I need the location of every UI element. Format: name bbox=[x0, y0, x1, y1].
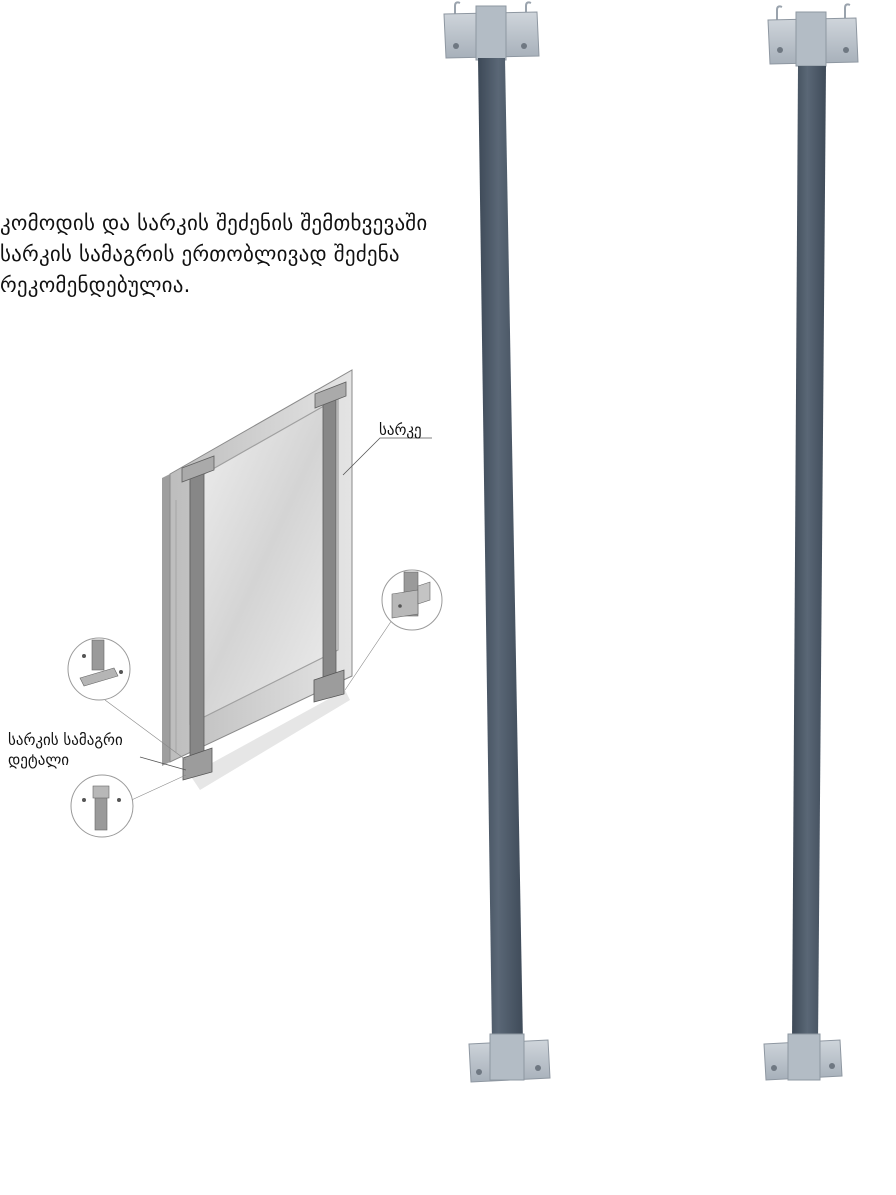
mirror-holder-bar-left bbox=[443, 1, 551, 1083]
screw-icon bbox=[119, 670, 123, 674]
bracket-leader-line bbox=[139, 756, 187, 771]
bottom-foot-right bbox=[313, 669, 345, 703]
instruction-line-3: რეკომენდებულია. bbox=[0, 273, 191, 297]
mirror-shadow bbox=[190, 690, 350, 790]
hook-icon bbox=[776, 5, 783, 24]
bracket-label-line-2: დეტალი bbox=[8, 751, 70, 769]
screw-icon bbox=[117, 798, 121, 802]
hook-icon bbox=[454, 1, 461, 20]
hook-icon bbox=[525, 1, 532, 20]
mirror-label: სარკე bbox=[379, 421, 422, 439]
bottom-mount-clamp bbox=[787, 1033, 821, 1081]
mirror-frame-side bbox=[162, 474, 170, 766]
holder-upright-right bbox=[322, 394, 337, 687]
top-bracket-right bbox=[314, 381, 347, 409]
mirror-holder-bar-right bbox=[763, 3, 859, 1081]
screw-icon bbox=[82, 798, 86, 802]
mirror-leader-line bbox=[342, 437, 432, 476]
instruction-line-2: სარკის სამაგრის ერთობლივად შეძენა bbox=[0, 242, 400, 266]
holder-upright-left bbox=[189, 469, 205, 764]
detail-circle-bottom-left bbox=[70, 774, 134, 838]
screw-icon bbox=[82, 654, 86, 658]
vertical-bar bbox=[792, 66, 826, 1044]
top-mount-clamp bbox=[475, 5, 507, 61]
top-mount-clamp bbox=[795, 11, 827, 67]
instruction-line-1: კომოდის და სარკის შეძენის შემთხვევაში bbox=[0, 211, 428, 235]
bracket-label-line-1: სარკის სამაგრი bbox=[8, 731, 123, 749]
mirror-illustration bbox=[104, 369, 432, 809]
bracket-label: სარკის სამაგრი დეტალი bbox=[8, 730, 123, 770]
vertical-bar bbox=[478, 58, 523, 1044]
screw-icon bbox=[398, 604, 402, 608]
bottom-foot-left bbox=[182, 747, 213, 781]
detail-circle-top-left bbox=[67, 637, 131, 701]
hook-icon bbox=[844, 3, 851, 22]
instruction-text: კომოდის და სარკის შეძენის შემთხვევაში სა… bbox=[0, 208, 490, 301]
bottom-mount-clamp bbox=[489, 1033, 525, 1081]
detail-circle-right bbox=[381, 569, 443, 631]
top-bracket-left bbox=[181, 455, 215, 483]
